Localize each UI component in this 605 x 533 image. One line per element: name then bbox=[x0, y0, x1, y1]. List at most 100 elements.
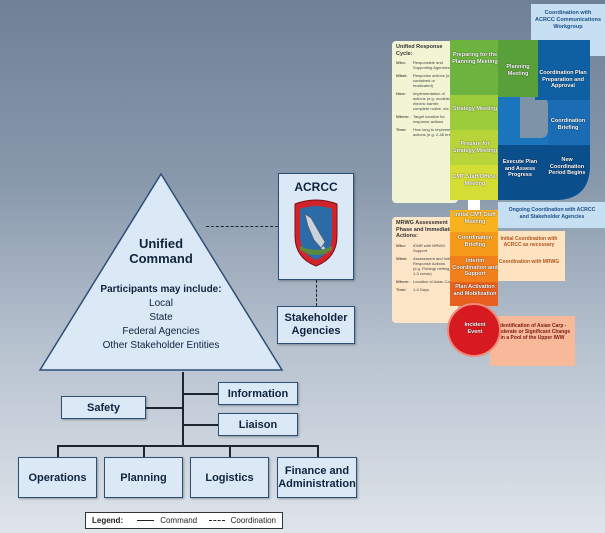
finance-box: Finance and Administration bbox=[277, 457, 357, 498]
orange-seg-2 bbox=[450, 232, 498, 256]
safety-box: Safety bbox=[61, 396, 146, 419]
participant-local: Local bbox=[149, 298, 173, 309]
step-coord-briefing: Coordination Briefing bbox=[457, 235, 493, 248]
finance-label: Finance and Administration bbox=[278, 464, 356, 490]
command-info-branch bbox=[183, 393, 218, 395]
legend-title: Legend: bbox=[92, 516, 124, 525]
green-seg-planning bbox=[498, 40, 538, 97]
participants-subtitle: Participants may include: bbox=[100, 284, 222, 295]
legend-coordination-swatch bbox=[209, 520, 225, 521]
legend-command-label: Command bbox=[160, 516, 198, 525]
step-initial-cmt: Initial CMT Staff Meeting bbox=[454, 212, 496, 225]
participants-block: Participants may include: Local State Fe… bbox=[90, 284, 232, 352]
mrwg-val: IDNR with MRWG Support bbox=[413, 242, 446, 253]
safety-label: Safety bbox=[86, 401, 121, 414]
identification-note: Identification of Asian Carp - Moderate … bbox=[494, 323, 571, 342]
mrwg-key: What: bbox=[396, 255, 408, 261]
information-label: Information bbox=[227, 387, 289, 400]
urc-key: Time: bbox=[396, 127, 407, 132]
command-drop-finance bbox=[317, 445, 319, 457]
ongoing-note-box bbox=[498, 202, 605, 228]
legend-coordination-label: Coordination bbox=[230, 516, 276, 525]
step-briefing: Coordination Briefing bbox=[550, 118, 586, 131]
urc-val: Response actions (e.g. contained or erad… bbox=[413, 73, 454, 88]
liaison-label: Liaison bbox=[238, 418, 278, 431]
command-section-bar bbox=[57, 445, 319, 447]
mrwg-note: Coordination with MRWG bbox=[498, 259, 560, 265]
step-strategy-meeting: Strategy Meeting bbox=[452, 106, 498, 112]
urc-row: How: Implementation of actions (e.g. mode… bbox=[396, 91, 454, 111]
urc-row: What: Response actions (e.g. contained or… bbox=[396, 73, 454, 88]
ongoing-note: Ongoing Coordination with ACRCC and Stak… bbox=[508, 207, 596, 220]
blue-seg-mid-right bbox=[548, 100, 590, 145]
mrwg-key: Where: bbox=[396, 278, 410, 284]
mrwg-row: Who: IDNR with MRWG Support bbox=[396, 243, 454, 253]
planning-label: Planning bbox=[120, 471, 167, 484]
information-box: Information bbox=[218, 382, 298, 405]
mrwg-key: Who: bbox=[396, 242, 406, 248]
urc-key: How: bbox=[396, 91, 406, 96]
mrwg-row: What:Assessment and Initial Response Act… bbox=[396, 256, 454, 276]
step-plan-prep: Coordination Plan Preparation and Approv… bbox=[539, 70, 587, 89]
unified-command-title: Unified Command bbox=[129, 236, 193, 266]
acrcc-box: ACRCC bbox=[278, 173, 354, 280]
stakeholder-agencies-label: Stakeholder Agencies bbox=[284, 312, 348, 337]
command-safety-branch bbox=[146, 407, 183, 409]
mrwg-val: 1-4 Days bbox=[413, 286, 430, 292]
urc-key: Who: bbox=[396, 60, 406, 65]
operations-label: Operations bbox=[28, 471, 87, 484]
step-plan-activation: Plan Activation and Mobilization bbox=[453, 284, 497, 297]
response-cycle-path bbox=[447, 40, 590, 357]
green-seg-2 bbox=[450, 95, 498, 130]
urc-key: Where: bbox=[396, 114, 410, 119]
operations-box: Operations bbox=[18, 457, 97, 498]
coordination-line-stakeholder bbox=[316, 280, 317, 306]
stakeholder-agencies-box: Stakeholder Agencies bbox=[277, 306, 355, 344]
urc-title: Unified Response Cycle: bbox=[396, 44, 443, 57]
participant-state: State bbox=[149, 312, 173, 323]
comms-note: Coordination with ACRCC Communications W… bbox=[535, 10, 602, 30]
command-drop-logistics bbox=[229, 445, 231, 457]
green-seg-1 bbox=[450, 40, 498, 95]
command-drop-planning bbox=[143, 445, 145, 457]
step-prepare-strategy: Prepare for Strategy Meeting bbox=[452, 141, 498, 154]
step-incident: Incident Event bbox=[464, 322, 486, 335]
incident-circle bbox=[447, 303, 501, 357]
coordination-line-acrcc bbox=[206, 226, 278, 227]
urc-key: What: bbox=[396, 73, 408, 78]
mrwg-val: Location of Asian Carp bbox=[413, 278, 454, 284]
unified-command-label: Unified Command bbox=[111, 236, 211, 266]
urc-row: Who: Responsible and Supporting Agencies bbox=[396, 60, 454, 70]
orange-seg-3 bbox=[450, 256, 498, 282]
initial-note: Initial Coordination with ACRCC as neces… bbox=[500, 236, 558, 249]
legend-command-swatch bbox=[137, 520, 155, 521]
logistics-label: Logistics bbox=[205, 471, 254, 484]
mrwg-key: Time: bbox=[396, 286, 407, 292]
participant-other: Other Stakeholder Entities bbox=[102, 340, 220, 351]
mrwg-row: Time: 1-4 Days bbox=[396, 287, 454, 292]
participant-federal: Federal Agencies bbox=[122, 326, 200, 337]
green-seg-4 bbox=[450, 165, 498, 200]
urc-val: Responsible and Supporting Agencies bbox=[413, 60, 450, 70]
urc-val: How long to implement actions (e.g. 2-48… bbox=[413, 127, 454, 137]
urc-val: Implementation of actions (e.g. modeled … bbox=[413, 91, 452, 111]
orange-seg-1 bbox=[450, 210, 498, 232]
step-interim: Interim Coordination and Support bbox=[452, 258, 498, 277]
step-preparing: Preparing for the Planning Meeting bbox=[452, 52, 498, 65]
unified-response-cycle-panel: Unified Response Cycle: Who: Responsible … bbox=[392, 41, 458, 203]
urc-val: Target location for response actions bbox=[413, 114, 445, 124]
command-liaison-branch bbox=[183, 424, 218, 426]
urc-row: Time: How long to implement actions (e.g.… bbox=[396, 127, 454, 137]
logistics-box: Logistics bbox=[190, 457, 269, 498]
step-execute: Execute Plan and Assess Progress bbox=[502, 159, 538, 178]
identification-note-box bbox=[490, 316, 575, 366]
step-new-period: New Coordination Period Begins bbox=[548, 157, 586, 176]
liaison-box: Liaison bbox=[218, 413, 298, 436]
command-drop-operations bbox=[57, 445, 59, 457]
acrcc-title: ACRCC bbox=[294, 180, 338, 194]
unified-command-triangle bbox=[38, 172, 284, 371]
step-planning-meeting: Planning Meeting bbox=[506, 64, 530, 77]
mrwg-title: MRWG Assessment Phase and Immediate Acti… bbox=[396, 220, 453, 239]
green-seg-3 bbox=[450, 130, 498, 165]
orange-seg-4 bbox=[450, 282, 498, 306]
